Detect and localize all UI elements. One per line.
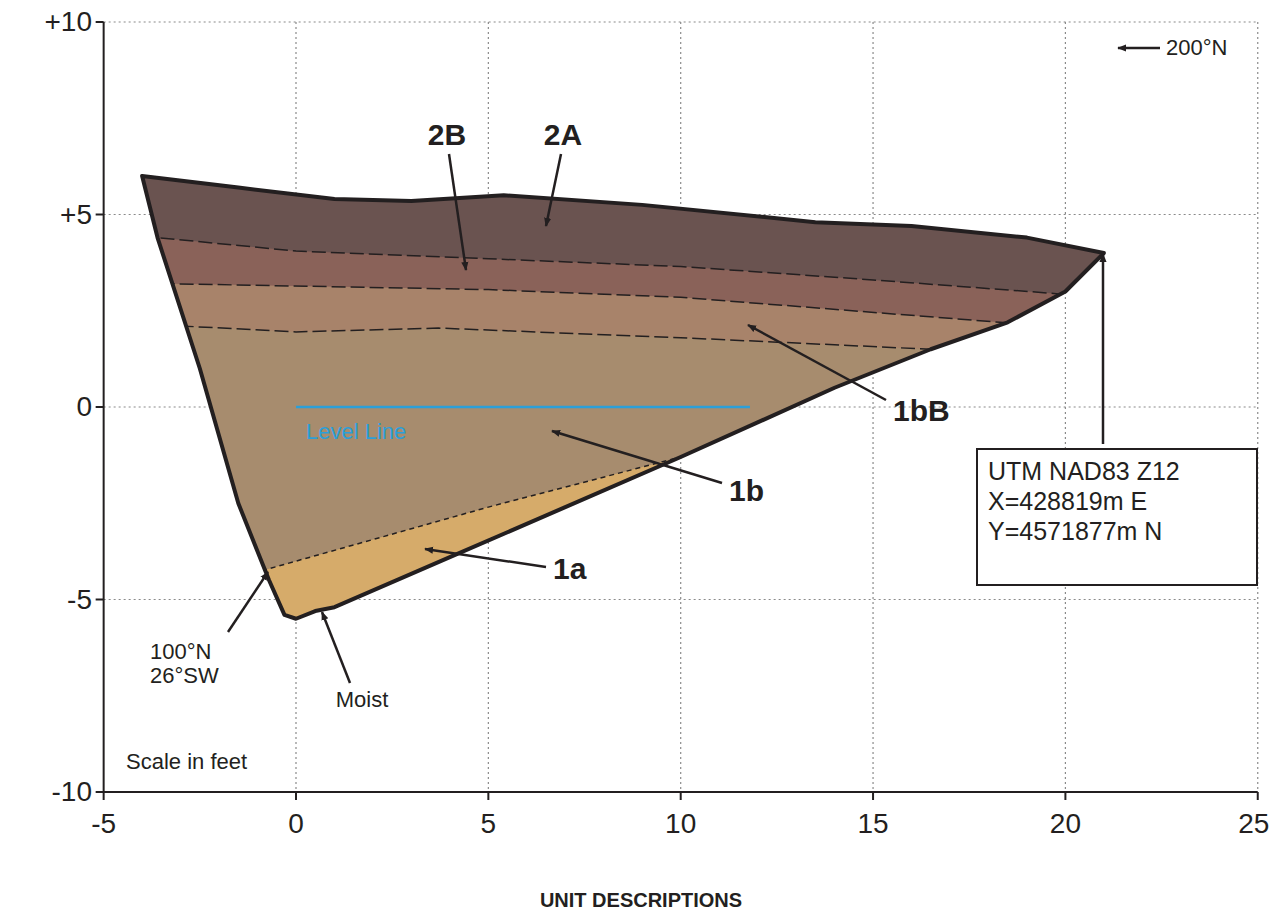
tick	[872, 792, 874, 800]
axis-tick-label: +10	[45, 7, 93, 38]
contact-line	[104, 282, 1143, 334]
leader-line	[1102, 254, 1105, 444]
station-label: 200°N	[1166, 36, 1227, 60]
unit-1a-fill	[65, 434, 1282, 831]
unit-label: 1bB	[893, 394, 950, 427]
section-heading: UNIT DESCRIPTIONS	[540, 889, 742, 911]
leader-line	[425, 549, 546, 567]
axis-tick-label: -5	[67, 585, 92, 616]
leader-lines	[228, 48, 1160, 683]
grid-line	[104, 21, 1258, 22]
unit-label: 1a	[553, 552, 586, 585]
axis-tick-label: 15	[857, 809, 888, 840]
leader-line	[552, 431, 722, 483]
leader-line	[546, 154, 561, 226]
tick	[487, 792, 489, 800]
grid	[96, 22, 1258, 800]
scale-note: Scale in feet	[126, 750, 247, 774]
trench-outline	[142, 176, 1104, 619]
contact-line	[219, 434, 758, 584]
axis-tick-label: 10	[665, 809, 696, 840]
axis-tick-label: 0	[288, 809, 304, 840]
tick	[96, 214, 104, 216]
tick	[96, 21, 104, 23]
grid-line	[872, 22, 873, 792]
contact-line	[104, 234, 1143, 303]
tick	[103, 792, 105, 800]
station-label: 100°N 26°SW	[150, 640, 240, 688]
unit-label: 2B	[428, 118, 466, 151]
note-label: Moist	[336, 688, 389, 712]
coordinate-text: UTM NAD83 Z12	[988, 456, 1246, 486]
tick	[96, 791, 104, 793]
unit-label: 2A	[544, 118, 582, 151]
axis-tick-label: +5	[60, 200, 92, 231]
leader-line	[1118, 47, 1160, 50]
tick	[96, 599, 104, 601]
tick	[1064, 792, 1066, 800]
leader-line	[322, 612, 350, 683]
leader-line	[228, 572, 268, 632]
axis-tick-label: 0	[76, 392, 92, 423]
axis-tick-label: -10	[52, 777, 92, 808]
level-line	[296, 406, 750, 409]
unit-2B-fill	[65, 0, 1282, 334]
leader-line	[449, 154, 466, 270]
section-fill	[65, 0, 1282, 831]
level-line-label: Level Line	[306, 420, 406, 444]
tick	[1257, 792, 1259, 800]
unit-label: 1b	[729, 474, 764, 507]
axis-tick-label: 20	[1050, 809, 1081, 840]
tick	[295, 792, 297, 800]
tick	[680, 792, 682, 800]
unit-1bB-fill	[65, 0, 1282, 361]
tick	[96, 406, 104, 408]
axis-tick-label: -5	[91, 809, 116, 840]
coordinate-text: X=428819m E	[988, 486, 1246, 516]
coordinate-text: Y=4571877m N	[988, 516, 1246, 546]
coordinate-box: UTM NAD83 Z12X=428819m EY=4571877m N	[976, 448, 1258, 586]
axis-tick-label: 25	[1238, 809, 1269, 840]
axis-tick-label: 5	[481, 809, 497, 840]
leader-line	[748, 325, 886, 400]
